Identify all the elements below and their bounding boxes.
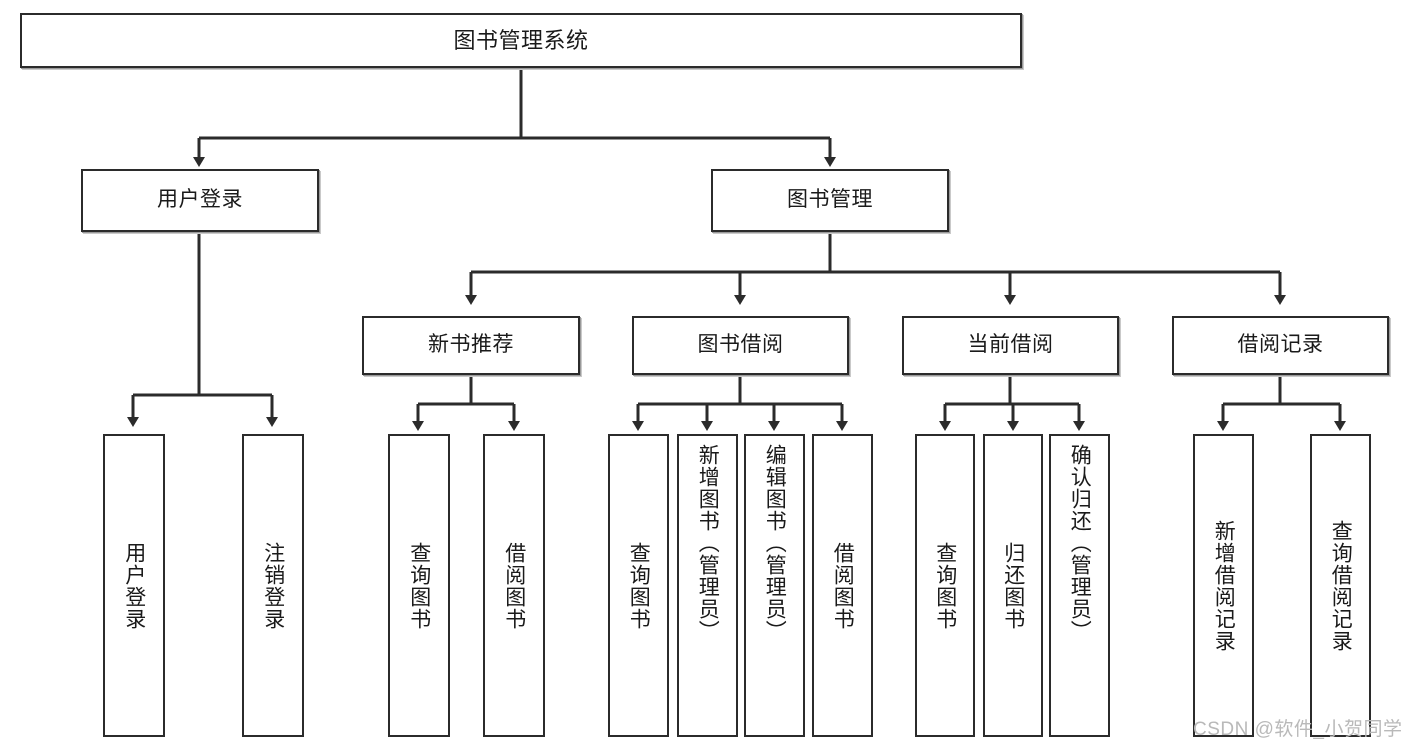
node-root-book-management-system[interactable]: 图书管理系统 (20, 13, 1022, 68)
node-leaf-query-book-2[interactable]: 查询图书 (608, 434, 669, 737)
node-label: 查询图书 (933, 541, 957, 630)
node-label: 图书管理系统 (453, 27, 589, 53)
node-leaf-add-borrow-record[interactable]: 新增借阅记录 (1193, 434, 1254, 737)
node-label: 图书管理 (787, 188, 873, 212)
node-borrow-record[interactable]: 借阅记录 (1172, 316, 1389, 375)
node-leaf-logout[interactable]: 注销登录 (242, 434, 304, 737)
node-label: 查询图书 (627, 541, 651, 630)
node-book-management[interactable]: 图书管理 (711, 169, 949, 232)
node-leaf-borrow-book-1[interactable]: 借阅图书 (483, 434, 545, 737)
node-label: 新增借阅记录 (1212, 519, 1236, 652)
node-label: 新增图书（管理员） (696, 444, 720, 642)
node-label: 查询借阅记录 (1329, 519, 1353, 652)
node-leaf-query-book-3[interactable]: 查询图书 (915, 434, 975, 737)
node-new-book-recommendation[interactable]: 新书推荐 (362, 316, 580, 375)
node-leaf-edit-book-admin[interactable]: 编辑图书（管理员） (744, 434, 805, 737)
node-leaf-add-book-admin[interactable]: 新增图书（管理员） (677, 434, 738, 737)
node-label: 当前借阅 (967, 333, 1054, 357)
node-current-borrow[interactable]: 当前借阅 (902, 316, 1119, 375)
node-label: 新书推荐 (428, 333, 514, 357)
node-label: 用户登录 (157, 188, 243, 212)
node-label: 查询图书 (407, 541, 431, 630)
node-label: 确认归还（管理员） (1068, 444, 1092, 642)
node-label: 编辑图书（管理员） (763, 444, 787, 642)
node-leaf-query-book-1[interactable]: 查询图书 (388, 434, 450, 737)
node-label: 用户登录 (122, 541, 146, 630)
node-label: 归还图书 (1001, 541, 1025, 630)
node-label: 借阅记录 (1237, 333, 1324, 357)
node-leaf-confirm-return-admin[interactable]: 确认归还（管理员） (1049, 434, 1110, 737)
node-label: 借阅图书 (831, 541, 855, 630)
node-label: 借阅图书 (502, 541, 526, 630)
watermark-csdn: CSDN @软件_小贺同学 (1193, 719, 1403, 740)
node-label: 图书借阅 (697, 333, 784, 357)
node-book-borrow[interactable]: 图书借阅 (632, 316, 849, 375)
node-leaf-user-login[interactable]: 用户登录 (103, 434, 165, 737)
node-label: 注销登录 (261, 541, 285, 630)
node-user-login[interactable]: 用户登录 (81, 169, 319, 232)
node-leaf-return-book[interactable]: 归还图书 (983, 434, 1043, 737)
node-leaf-borrow-book-2[interactable]: 借阅图书 (812, 434, 873, 737)
node-leaf-query-borrow-record[interactable]: 查询借阅记录 (1310, 434, 1371, 737)
